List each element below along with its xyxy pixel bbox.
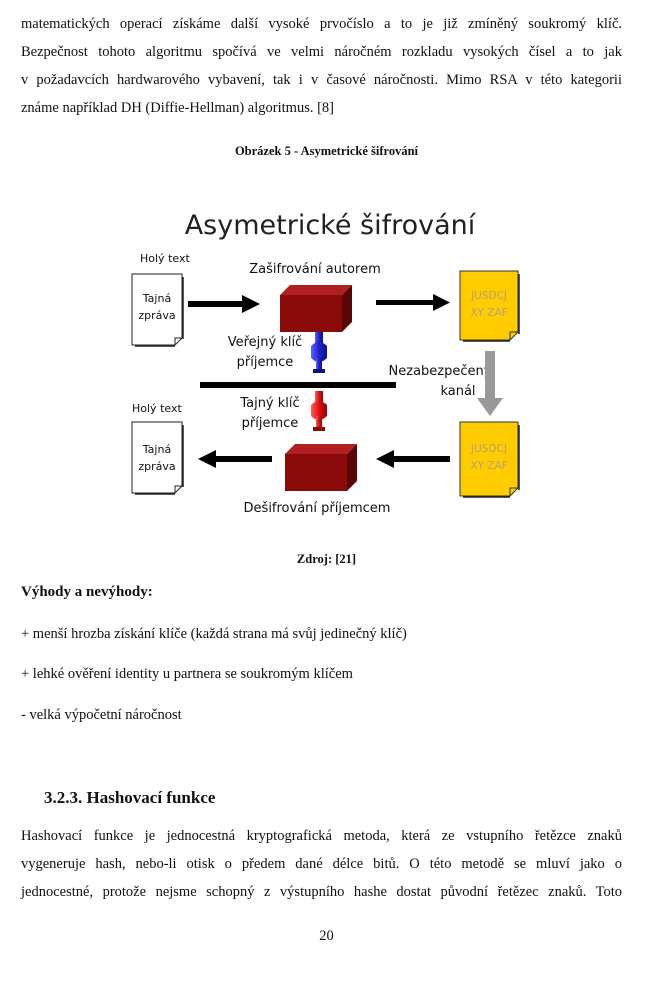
encrypt-label: Zašifrování autorem <box>249 262 380 277</box>
section-paragraph: Hashovací funkce je jednocestná kryptogr… <box>21 822 622 906</box>
bottom-ciphertext-document-icon <box>459 421 520 498</box>
top-plaintext-label: Holý text <box>140 252 190 265</box>
bottom-cipher-text-1: JUSDCJ <box>470 443 507 455</box>
private-key-label-1: Tajný klíč <box>239 396 299 411</box>
intro-line: známe například DH (Diffie-Hellman) algo… <box>21 100 334 116</box>
arrow-right-icon <box>376 294 450 311</box>
top-doc-text-1: Tajná <box>142 292 171 305</box>
intro-line: matematických operací získáme další vyso… <box>21 16 622 32</box>
bottom-plaintext-label: Holý text <box>132 402 182 415</box>
arrow-left-icon <box>198 450 272 468</box>
section-line: jednocestné, protože nejsme schopný z vý… <box>21 884 622 900</box>
decrypt-label: Dešifrování příjemcem <box>244 501 391 516</box>
private-key-icon <box>311 391 327 431</box>
private-key-label-2: příjemce <box>242 416 299 431</box>
channel-label-1: Nezabezpečený <box>389 364 492 379</box>
top-plaintext-document-icon <box>131 273 184 347</box>
diagram-title: Asymetrické šifrování <box>185 210 477 241</box>
bottom-cipher-text-2: XY ZAF <box>470 460 507 472</box>
intro-line: v požadavcích hardwarového vybavení, tak… <box>21 72 622 88</box>
pros-cons-heading: Výhody a nevýhody: <box>21 584 153 600</box>
bottom-plaintext-document-icon <box>131 421 184 495</box>
arrow-right-icon <box>188 295 260 313</box>
pros-cons-item: + lehké ověření identity u partnera se s… <box>21 666 353 682</box>
intro-line: Bezpečnost tohoto algoritmu spočívá ve v… <box>21 44 622 60</box>
page-number: 20 <box>319 928 334 944</box>
figure-source: Zdroj: [21] <box>296 552 357 566</box>
bottom-doc-text-1: Tajná <box>142 443 171 456</box>
pros-cons-item: + menší hrozba získání klíče (každá stra… <box>21 626 407 642</box>
pros-cons-item: - velká výpočetní náročnost <box>21 707 182 723</box>
public-key-label-1: Veřejný klíč <box>228 335 303 350</box>
top-ciphertext-document-icon <box>459 270 520 342</box>
public-key-label-2: příjemce <box>237 355 294 370</box>
section-heading: 3.2.3. Hashovací funkce <box>44 788 216 807</box>
public-key-icon <box>311 332 327 373</box>
bottom-doc-text-2: zpráva <box>138 460 175 473</box>
section-line: vygeneruje hash, nebo-li otisk o předem … <box>21 856 622 872</box>
channel-label-2: kanál <box>440 384 475 399</box>
top-cipher-text-1: JUSDCJ <box>470 290 507 302</box>
asymmetric-encryption-diagram: Asymetrické šifrování Holý text Tajná zp… <box>131 210 520 516</box>
channel-arrow-icon <box>477 351 503 416</box>
figure-caption: Obrázek 5 - Asymetrické šifrování <box>234 144 419 158</box>
section-line: Hashovací funkce je jednocestná kryptogr… <box>21 828 622 844</box>
top-doc-text-2: zpráva <box>138 309 175 322</box>
arrow-left-icon <box>376 450 450 468</box>
top-cipher-text-2: XY ZAF <box>470 307 507 319</box>
decryption-box-icon <box>285 444 357 491</box>
encryption-box-icon <box>280 285 352 332</box>
divider-bar <box>200 382 396 388</box>
intro-paragraph: matematických operací získáme další vyso… <box>21 10 622 122</box>
